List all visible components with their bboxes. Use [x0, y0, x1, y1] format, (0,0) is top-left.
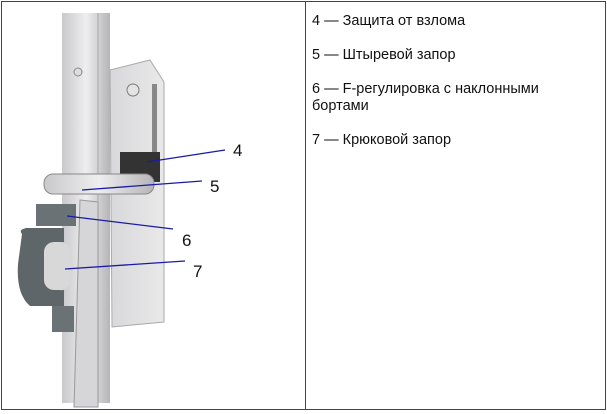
lock-figure-cell: 4 5 6 7 — [2, 2, 305, 409]
legend-item-4: 4 — Защита от взлома — [312, 13, 466, 29]
callout-4: 4 — [233, 141, 242, 160]
callout-5: 5 — [210, 177, 219, 196]
callout-7: 7 — [193, 262, 202, 281]
callout-lines — [64, 149, 226, 270]
legend-item-7: 7 — Крюковой запор — [312, 132, 452, 148]
column-divider — [305, 2, 306, 409]
legend-list: 4 — Защита от взлома 5 — Штыревой запор … — [312, 13, 602, 166]
lock-illustration: 4 5 6 7 — [17, 13, 242, 408]
callout-6: 6 — [182, 231, 191, 250]
legend-item-6: 6 — F-регулировка с наклонными бортами — [312, 81, 539, 114]
legend-item-5: 5 — Штыревой запор — [312, 47, 456, 63]
front-plate — [73, 199, 99, 408]
pin-bolt — [43, 173, 155, 195]
hook-bolt — [17, 204, 76, 332]
